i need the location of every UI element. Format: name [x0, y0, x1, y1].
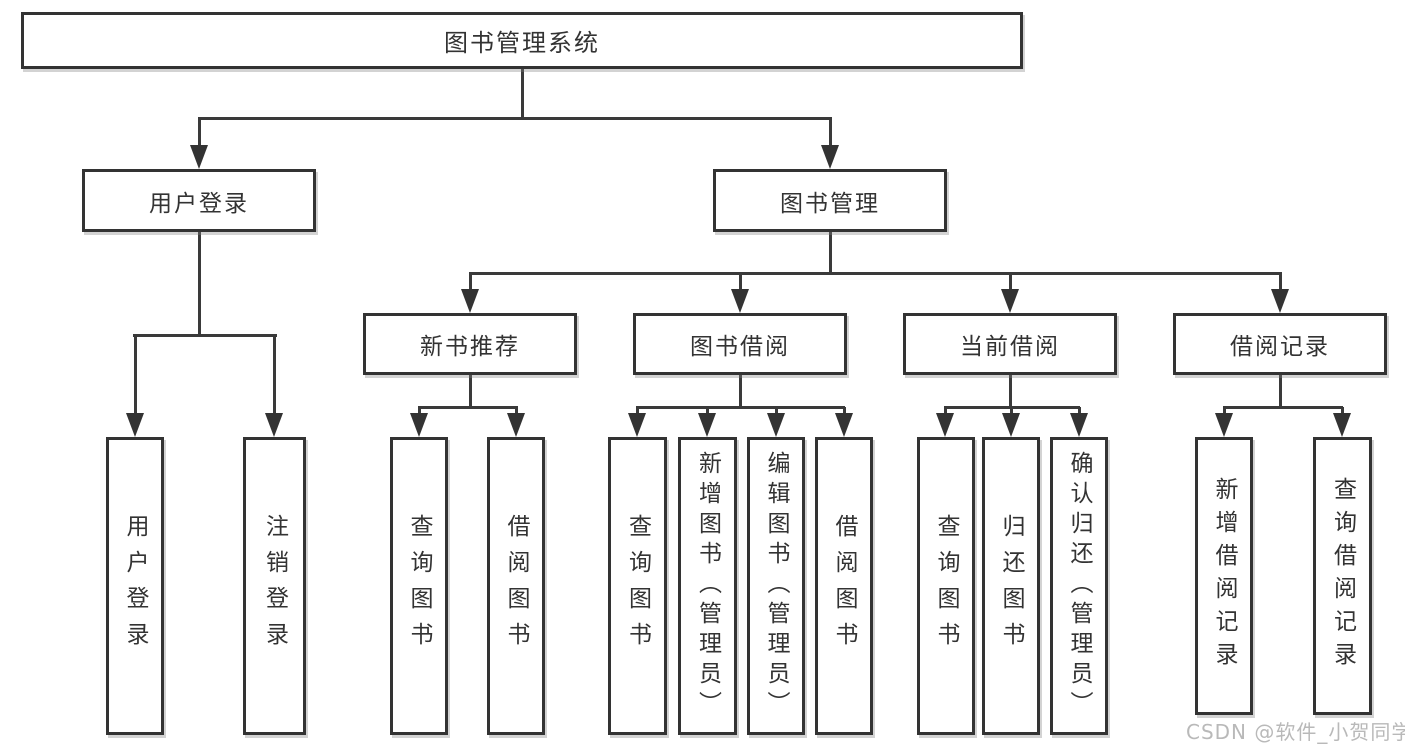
connector-line: [1341, 407, 1344, 415]
leaf-query-books-borrow: 查询图书: [608, 437, 667, 735]
leaf-query-books-recommend: 查询图书: [390, 437, 448, 735]
arrow-down-icon: [821, 145, 839, 169]
leaf-query-books-current: 查询图书: [917, 437, 975, 735]
node-user-login: 用户登录: [82, 169, 316, 232]
leaf-edit-books-admin: 编辑图书（管理员）: [747, 437, 805, 735]
connector-line: [521, 69, 524, 118]
connector-line: [829, 117, 832, 147]
connector-line: [1009, 273, 1012, 291]
leaf-return-books: 归还图书: [982, 437, 1040, 735]
leaf-add-borrow-record: 新增借阅记录: [1195, 437, 1253, 715]
node-new-book-recommend: 新书推荐: [363, 313, 577, 375]
connector-line: [1010, 407, 1013, 415]
connector-line: [739, 375, 742, 407]
connector-line: [636, 406, 845, 409]
arrow-down-icon: [698, 413, 716, 437]
arrow-down-icon: [767, 413, 785, 437]
connector-line: [829, 232, 832, 273]
arrow-down-icon: [1001, 289, 1019, 313]
connector-line: [739, 273, 742, 291]
node-borrow-records: 借阅记录: [1173, 313, 1387, 375]
connector-line: [273, 335, 276, 415]
arrow-down-icon: [126, 413, 144, 437]
connector-line: [636, 407, 639, 415]
node-book-borrow: 图书借阅: [633, 313, 847, 375]
connector-line: [418, 407, 421, 415]
connector-line: [775, 407, 778, 415]
connector-line: [469, 272, 1282, 275]
connector-line: [706, 407, 709, 415]
connector-line: [134, 335, 137, 415]
leaf-logout-login: 注销登录: [243, 437, 306, 735]
connector-line: [515, 407, 518, 415]
node-current-borrow: 当前借阅: [903, 313, 1117, 375]
arrow-down-icon: [461, 289, 479, 313]
leaf-borrow-books-borrow: 借阅图书: [815, 437, 873, 735]
watermark: CSDN @软件_小贺同学: [1186, 720, 1405, 744]
connector-line: [133, 334, 277, 337]
leaf-borrow-books-recommend: 借阅图书: [487, 437, 545, 735]
arrow-down-icon: [731, 289, 749, 313]
arrow-down-icon: [265, 413, 283, 437]
connector-line: [843, 407, 846, 415]
connector-line: [1078, 407, 1081, 415]
connector-line: [198, 117, 832, 120]
connector-line: [469, 273, 472, 291]
arrow-down-icon: [1070, 413, 1088, 437]
arrow-down-icon: [410, 413, 428, 437]
arrow-down-icon: [1271, 289, 1289, 313]
connector-line: [469, 375, 472, 407]
leaf-user-login: 用户登录: [106, 437, 164, 735]
connector-line: [944, 407, 947, 415]
connector-line: [418, 406, 518, 409]
connector-line: [1223, 407, 1226, 415]
connector-line: [1009, 375, 1012, 407]
connector-line: [198, 232, 201, 335]
arrow-down-icon: [507, 413, 525, 437]
arrow-down-icon: [1002, 413, 1020, 437]
arrow-down-icon: [190, 145, 208, 169]
arrow-down-icon: [936, 413, 954, 437]
connector-line: [1223, 406, 1343, 409]
node-book-management: 图书管理: [713, 169, 947, 232]
connector-line: [198, 117, 201, 147]
arrow-down-icon: [835, 413, 853, 437]
leaf-query-borrow-record: 查询借阅记录: [1313, 437, 1372, 715]
leaf-confirm-return-admin: 确认归还（管理员）: [1050, 437, 1108, 735]
arrow-down-icon: [628, 413, 646, 437]
connector-line: [1279, 273, 1282, 291]
node-library-system: 图书管理系统: [21, 12, 1023, 69]
arrow-down-icon: [1215, 413, 1233, 437]
leaf-add-books-admin: 新增图书（管理员）: [678, 437, 737, 735]
arrow-down-icon: [1333, 413, 1351, 437]
connector-line: [1279, 375, 1282, 407]
